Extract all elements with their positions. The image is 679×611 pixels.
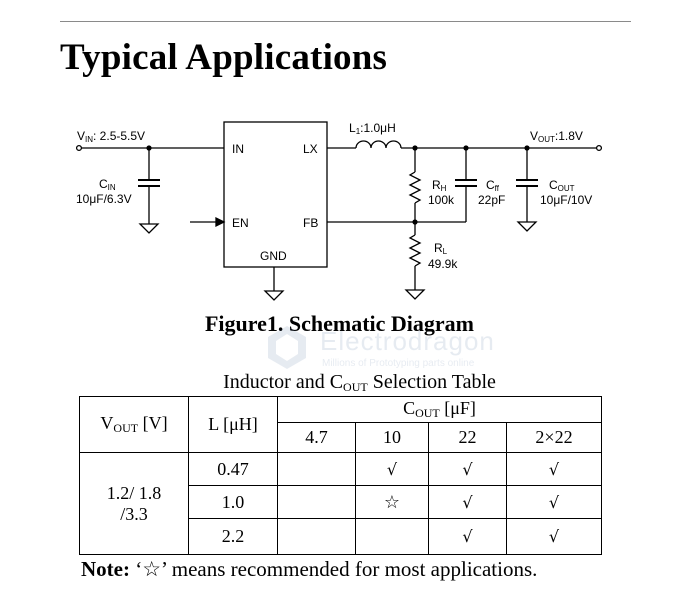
selection-table: VOUT [V] L [μH] COUT [μF] 4.7 10 22 2×22…: [79, 396, 602, 555]
watermark-subtext: Millions of Prototyping parts online: [322, 358, 475, 369]
cin-label: CIN: [99, 177, 116, 192]
cout-header: COUT [μF]: [277, 396, 602, 423]
table-caption: Inductor and COUT Selection Table: [223, 371, 496, 394]
vout-value-cell: 1.2/ 1.8/3.3: [79, 452, 189, 555]
ic-ground-symbol: [263, 290, 285, 301]
ic-body: [223, 121, 328, 268]
pin-fb-label: FB: [303, 216, 318, 230]
check-mark-cell: √: [355, 452, 429, 486]
l-value-cell: 1.0: [188, 485, 278, 519]
cout-ground-symbol: [516, 221, 538, 232]
check-mark-cell: √: [428, 485, 507, 519]
l-value-cell: 2.2: [188, 518, 278, 555]
l-value-cell: 0.47: [188, 452, 278, 486]
figure-caption: Figure1. Schematic Diagram: [204, 311, 475, 336]
l1-label: L1:1.0μH: [349, 121, 396, 136]
inductor-coil: [355, 140, 402, 149]
cin-ground-symbol: [138, 223, 160, 234]
cff-value: 22pF: [478, 193, 505, 207]
note-text: Note: ‘☆’ means recommended for most app…: [81, 557, 538, 581]
junction-dot: [412, 219, 418, 225]
schematic-diagram: VIN: 2.5-5.5V CIN 10μF/6.3V IN EN GND LX…: [75, 121, 603, 301]
watermark: Electrodragon Millions of Prototyping pa…: [264, 324, 524, 374]
pin-gnd-label: GND: [260, 249, 287, 263]
pin-in-label: IN: [232, 142, 244, 156]
top-rule: [60, 21, 631, 22]
cff-label: Cff: [486, 178, 500, 193]
rl-resistor: [408, 234, 422, 267]
table-cell: [355, 518, 429, 555]
vin-label: VIN: 2.5-5.5V: [77, 129, 145, 144]
check-mark-cell: √: [428, 452, 507, 486]
rh-label: RH: [432, 178, 447, 193]
table-cell: [277, 518, 356, 555]
watermark-text: Electrodragon: [320, 326, 495, 356]
junction-dot: [146, 145, 152, 151]
rh-resistor: [408, 171, 422, 204]
rl-label: RL: [434, 241, 448, 256]
pin-lx-label: LX: [303, 142, 318, 156]
vout-label: VOUT:1.8V: [530, 129, 583, 144]
table-row: 1.2/ 1.8/3.3 0.47 √ √ √: [79, 452, 602, 555]
cap-col-header: 10: [355, 422, 429, 453]
table-cell: [277, 452, 356, 486]
cap-col-header: 2×22: [506, 422, 602, 453]
cin-value: 10μF/6.3V: [76, 192, 132, 206]
recommended-star-cell: ☆: [355, 485, 429, 519]
rl-value: 49.9k: [428, 257, 458, 271]
vout-terminal: [595, 144, 603, 152]
en-arrow: [215, 216, 226, 228]
note-label: Note:: [81, 557, 130, 581]
check-mark-cell: √: [506, 518, 602, 555]
junction-dot: [524, 145, 530, 151]
junction-dot: [412, 145, 418, 151]
cap-col-header: 22: [428, 422, 507, 453]
rh-value: 100k: [428, 193, 455, 207]
table-row: 2.2 √ √: [80, 518, 602, 555]
check-mark-cell: √: [506, 452, 602, 486]
l-header: L [μH]: [188, 396, 278, 453]
vin-terminal: [75, 144, 83, 152]
check-mark-cell: √: [506, 485, 602, 519]
check-mark-cell: √: [428, 518, 507, 555]
page-heading: Typical Applications: [60, 37, 388, 78]
cap-col-header: 4.7: [277, 422, 356, 453]
rl-ground-symbol: [404, 289, 426, 300]
junction-dot: [463, 145, 469, 151]
pin-en-label: EN: [232, 216, 249, 230]
vout-header: VOUT [V]: [79, 396, 189, 453]
table-cell: [277, 485, 356, 519]
cout-value: 10μF/10V: [540, 193, 592, 207]
watermark-logo-icon: [268, 326, 306, 369]
cout-label: COUT: [549, 178, 575, 193]
